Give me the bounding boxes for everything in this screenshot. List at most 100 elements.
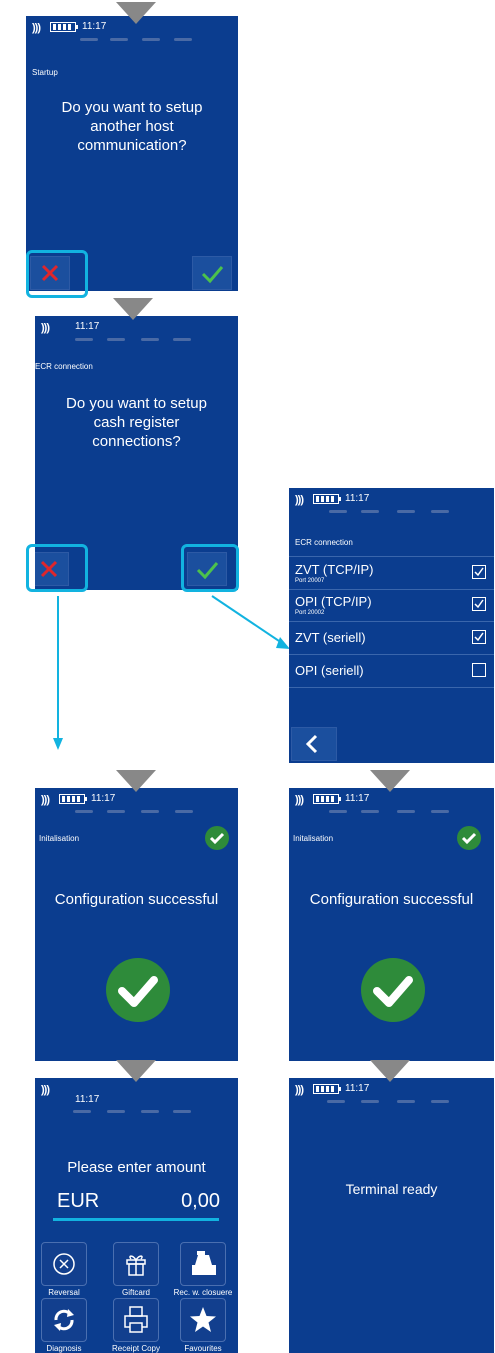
status-bar: ))) 11:17 <box>289 788 494 813</box>
status-bar: ))) 11:17 <box>35 788 238 814</box>
success-icon <box>106 958 170 1022</box>
tile-label: Favourites <box>184 1344 222 1353</box>
status-time: 11:17 <box>91 793 116 804</box>
status-bar: ))) 11:17 <box>35 316 238 342</box>
success-icon <box>457 826 481 850</box>
currency-label: EUR <box>57 1190 100 1212</box>
item-label: ZVT (TCP/IP) <box>295 562 374 577</box>
page-indicator <box>35 338 238 342</box>
page-indicator <box>35 1110 238 1114</box>
screen-subtitle: ECR connection <box>35 362 93 371</box>
contactless-icon: ))) <box>295 494 304 506</box>
contactless-icon: ))) <box>295 1084 304 1096</box>
gift-icon <box>126 1255 146 1276</box>
question-line: Do you want to setup <box>61 99 203 116</box>
item-port: Port 20007 <box>295 578 325 584</box>
page-indicator <box>35 810 238 814</box>
checkbox[interactable] <box>472 663 486 677</box>
amount-field[interactable]: 0,00 <box>181 1190 220 1212</box>
contactless-icon: ))) <box>295 794 304 806</box>
status-bar: ))) 11:17 <box>35 1078 238 1113</box>
printer-icon <box>124 1306 148 1333</box>
question-line: cash register <box>93 414 180 431</box>
flow-arrow-icon <box>116 2 156 24</box>
status-time: 11:17 <box>82 21 107 32</box>
status-time: 11:17 <box>345 1083 370 1094</box>
screen-init-success: ))) 11:17 Initalisation Configuration su… <box>289 788 494 1061</box>
cancel-highlight <box>26 250 88 298</box>
battery-icon <box>59 794 87 804</box>
list-item[interactable]: OPI (TCP/IP) Port 20002 <box>289 589 494 622</box>
receipt-copy-button[interactable] <box>113 1298 159 1342</box>
status-bar: ))) 11:17 <box>289 488 494 514</box>
page-indicator <box>289 1100 494 1104</box>
status-bar: ))) 11:17 <box>289 1078 494 1104</box>
confirm-button[interactable] <box>192 256 232 290</box>
tile-label: Diagnosis <box>46 1344 82 1353</box>
check-icon <box>201 266 224 284</box>
item-port: Port 20002 <box>295 610 325 616</box>
contactless-icon: ))) <box>32 22 41 34</box>
screen-subtitle: Startup <box>32 68 58 77</box>
flow-arrow-icon <box>370 1060 410 1082</box>
checkbox[interactable] <box>472 565 486 579</box>
confirm-button[interactable] <box>187 552 227 586</box>
screen-subtitle: ECR connection <box>295 538 353 547</box>
question-line: Do you want to setup <box>66 395 207 412</box>
status-time: 11:17 <box>75 1094 100 1105</box>
item-label: OPI (TCP/IP) <box>295 594 372 609</box>
checkbox[interactable] <box>472 597 486 611</box>
screen-subtitle: Initalisation <box>39 834 80 843</box>
tile-label: Giftcard <box>121 1288 150 1297</box>
status-message: Configuration successful <box>54 891 219 908</box>
cancel-button[interactable] <box>35 552 69 586</box>
question-text: Do you want to setup cash register conne… <box>35 394 238 451</box>
status-time: 11:17 <box>75 321 100 332</box>
list-item[interactable]: OPI (seriell) <box>289 655 494 688</box>
amount-prompt: Please enter amount <box>67 1159 206 1176</box>
status-message: Terminal ready <box>345 1181 438 1197</box>
status-message: Configuration successful <box>309 891 474 908</box>
question-line: communication? <box>77 137 187 154</box>
reversal-button[interactable] <box>41 1242 87 1286</box>
status-bar: ))) 11:17 <box>26 16 238 41</box>
tile-label: Reversal <box>48 1288 80 1297</box>
star-icon <box>190 1307 216 1332</box>
item-label: ZVT (seriell) <box>295 630 366 645</box>
flow-arrow-icon <box>370 770 410 792</box>
check-icon <box>474 567 484 577</box>
screen-ecr-list: ))) 11:17 ECR connection ZVT (TCP/IP) Po… <box>289 488 494 763</box>
diagnosis-button[interactable] <box>41 1298 87 1342</box>
flow-arrow-icon <box>116 770 156 792</box>
cancel-highlight <box>26 544 88 592</box>
page-indicator <box>289 510 494 514</box>
question-line: connections? <box>92 433 181 450</box>
status-time: 11:17 <box>345 493 370 504</box>
screen-init-success: ))) 11:17 Initalisation Configuration su… <box>35 788 238 1061</box>
success-icon <box>361 958 425 1022</box>
contactless-icon: ))) <box>41 1084 50 1096</box>
amount-underline <box>53 1218 219 1221</box>
status-time: 11:17 <box>345 793 370 804</box>
battery-icon <box>50 22 78 32</box>
flow-arrow-icon <box>116 1060 156 1082</box>
checkbox[interactable] <box>472 630 486 644</box>
screen-amount-entry: ))) 11:17 Please enter amount EUR 0,00 R… <box>35 1078 238 1353</box>
closure-button[interactable] <box>180 1242 226 1286</box>
giftcard-button[interactable] <box>113 1242 159 1286</box>
favourites-button[interactable] <box>180 1298 226 1342</box>
x-icon <box>40 560 58 578</box>
battery-icon <box>313 494 341 504</box>
cancel-button[interactable] <box>30 256 70 290</box>
list-item[interactable]: ZVT (seriell) <box>289 622 494 655</box>
chevron-left-icon <box>305 734 318 754</box>
x-icon <box>41 264 59 282</box>
question-line: another host <box>90 118 174 135</box>
list-item[interactable]: ZVT (TCP/IP) Port 20007 <box>289 556 494 590</box>
check-icon <box>474 599 484 609</box>
success-icon <box>205 826 229 850</box>
tile-label: Rec. w. closuere <box>173 1288 233 1297</box>
confirm-highlight <box>181 544 239 592</box>
contactless-icon: ))) <box>41 794 50 806</box>
back-button[interactable] <box>291 727 337 761</box>
